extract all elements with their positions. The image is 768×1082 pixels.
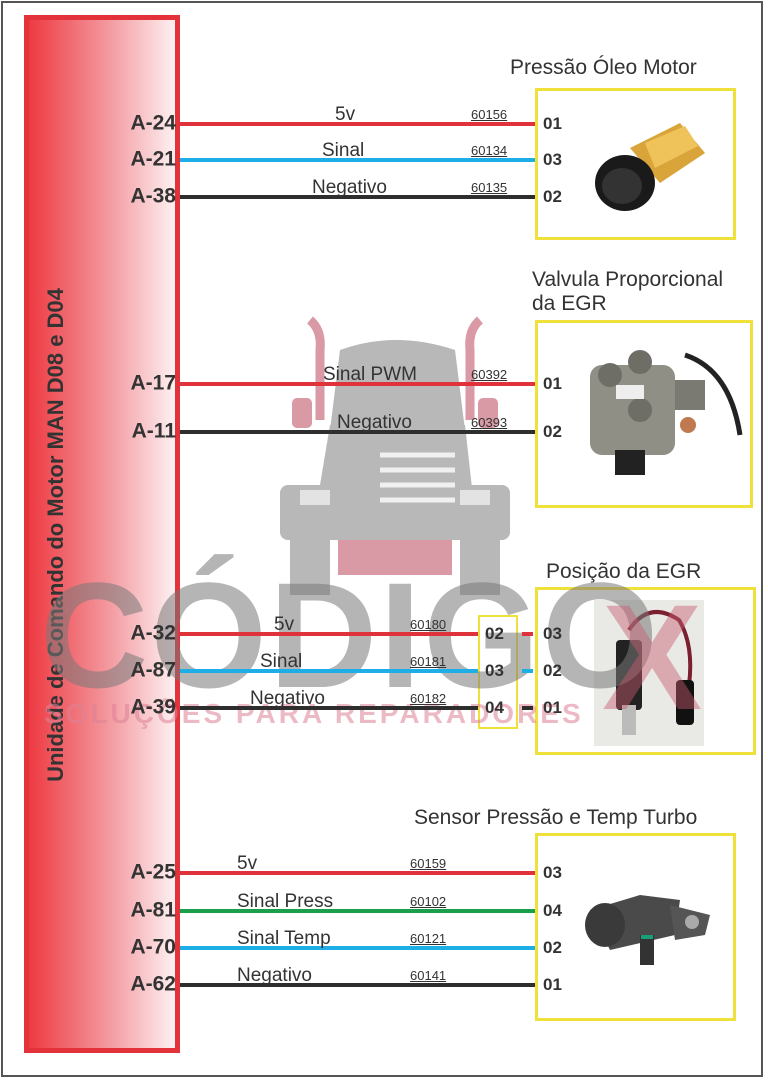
wire-code-label: 60156 [471, 107, 508, 122]
wire-function-label: Negativo [337, 412, 412, 433]
ecu-pin-label: A-25 [130, 860, 176, 884]
wire-function-label: Negativo [312, 177, 387, 198]
ecu-pin-label: A-17 [130, 371, 176, 395]
wire-code-label: 60102 [410, 894, 447, 909]
connector-pin-label: 02 [543, 187, 562, 206]
wire-green [180, 909, 535, 913]
intermediate-pin-label: 04 [485, 698, 504, 717]
wire-code-label: 60121 [410, 931, 447, 946]
wire-function-label: Sinal PWM [323, 364, 417, 385]
wire-function-label: Negativo [237, 965, 312, 986]
wire-function-label: Negativo [250, 688, 325, 709]
wire-function-label: 5v [274, 614, 295, 635]
wire-function-label: Sinal Press [237, 891, 334, 912]
egr-valve-photo [590, 350, 743, 475]
ecu-block [24, 15, 180, 1053]
wire-code-label: 60181 [410, 654, 447, 669]
ecu-pin-label: A-24 [130, 111, 176, 135]
wire-black [180, 195, 535, 199]
wire-red-segment [522, 632, 533, 636]
wire-black [180, 706, 478, 710]
ecu-pin-label: A-32 [130, 621, 176, 645]
wire-blue [180, 946, 535, 950]
wire-code-label: 60180 [410, 617, 447, 632]
component-title-oil-pressure: Pressão Óleo Motor [510, 56, 697, 79]
connector-pin-label: 02 [543, 661, 562, 680]
ecu-pin-label: A-62 [130, 972, 176, 996]
connector-pin-label: 04 [543, 901, 562, 920]
wire-function-label: Sinal [260, 651, 303, 672]
connector-pin-label: 01 [543, 698, 562, 717]
wire-red [180, 871, 535, 875]
ecu-pin-label: A-87 [130, 658, 176, 682]
wire-function-label: Sinal Temp [237, 928, 331, 949]
wire-blue [180, 158, 535, 162]
ecu-pin-label: A-21 [130, 147, 176, 171]
ecu-pin-label: A-39 [130, 695, 176, 719]
egr-position-sensor-photo [594, 600, 704, 746]
wire-function-label: 5v [335, 104, 356, 125]
connector-pin-label: 03 [543, 863, 562, 882]
intermediate-connector-box [478, 615, 518, 729]
wire-code-label: 60159 [410, 856, 447, 871]
connector-pin-label: 01 [543, 374, 562, 393]
wire-function-label: 5v [237, 853, 258, 874]
intermediate-pin-label: 03 [485, 661, 504, 680]
connector-pin-label: 02 [543, 938, 562, 957]
ecu-pin-label: A-81 [130, 898, 176, 922]
intermediate-pin-label: 02 [485, 624, 504, 643]
connector-pin-label: 03 [543, 150, 562, 169]
wire-code-label: 60141 [410, 968, 447, 983]
wire-black [180, 430, 535, 434]
component-title-egr-valve: Valvula Proporcional da EGR [532, 268, 724, 315]
wire-code-label: 60135 [471, 180, 508, 195]
wire-red [180, 382, 535, 386]
wire-code-label: 60182 [410, 691, 447, 706]
wire-black-segment [522, 706, 533, 710]
wire-blue [180, 669, 478, 673]
wire-function-label: Sinal [322, 140, 365, 161]
wire-code-label: 60134 [471, 143, 508, 158]
connector-pin-label: 03 [543, 624, 562, 643]
connector-pin-label: 01 [543, 975, 562, 994]
wire-blue-segment [522, 669, 533, 673]
ecu-pin-label: A-70 [130, 935, 176, 959]
ecu-pin-label: A-11 [131, 419, 176, 443]
connector-pin-label: 02 [543, 422, 562, 441]
wire-red [180, 122, 535, 126]
ecu-pin-label: A-38 [130, 184, 176, 208]
wire-code-label: 60392 [471, 367, 508, 382]
connector-pin-label: 01 [543, 114, 562, 133]
component-title-egr-position: Posição da EGR [546, 560, 702, 583]
wire-code-label: 60393 [471, 415, 508, 430]
wire-red [180, 632, 478, 636]
oil-pressure-sensor-photo [595, 123, 705, 211]
turbo-sensor-photo [585, 895, 710, 965]
wire-black [180, 983, 535, 987]
component-title-turbo-sensor: Sensor Pressão e Temp Turbo [414, 806, 698, 829]
